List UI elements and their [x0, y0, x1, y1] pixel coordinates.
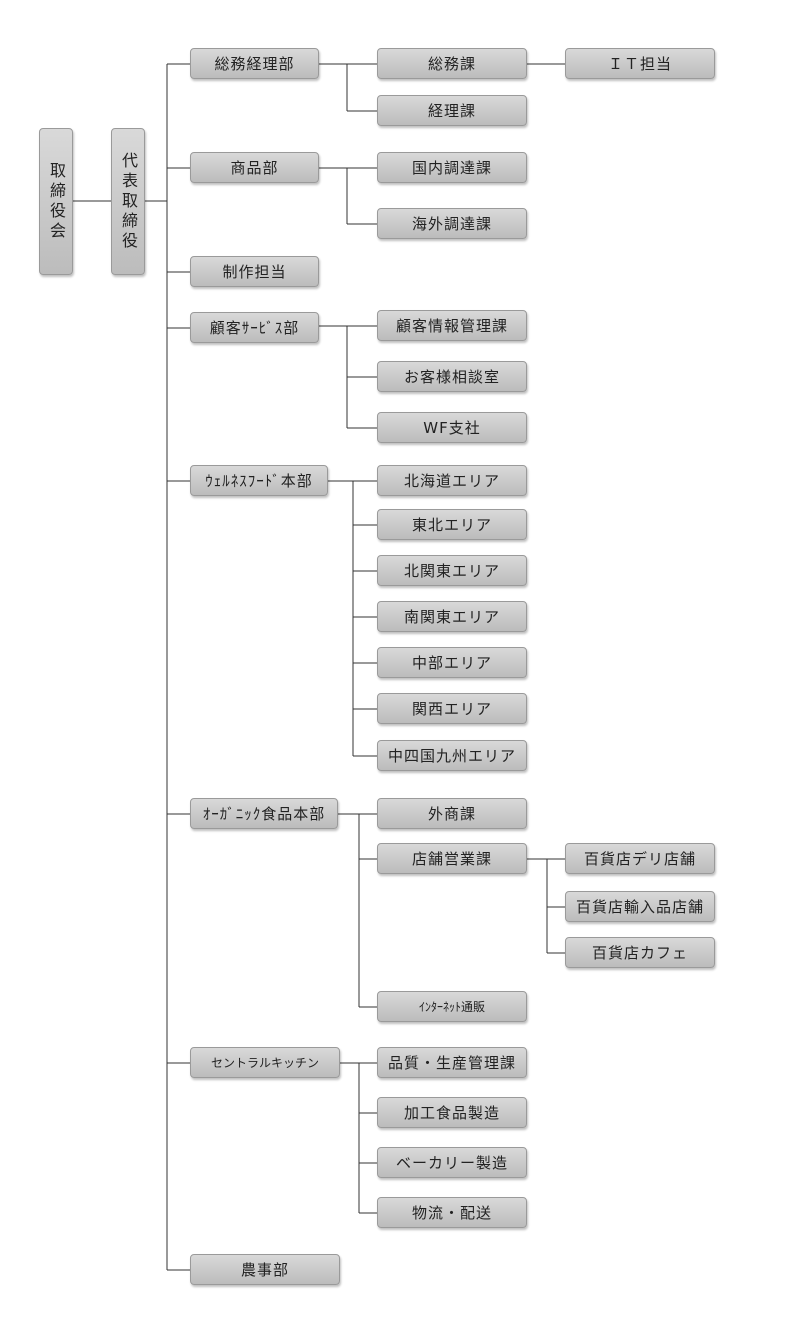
node-seisaku: 制作担当 — [190, 256, 319, 287]
node-nouji: 農事部 — [190, 1254, 340, 1285]
node-consult: お客様相談室 — [377, 361, 527, 392]
node-minamikanto: 南関東エリア — [377, 601, 527, 632]
node-keiri: 経理課 — [377, 95, 527, 126]
node-cafe: 百貨店カフェ — [565, 937, 715, 968]
node-ceo: 代表取締役 — [111, 128, 145, 275]
node-organic: ｵｰｶﾞﾆｯｸ食品本部 — [190, 798, 338, 829]
node-customer-info: 顧客情報管理課 — [377, 310, 527, 341]
node-kansai: 関西エリア — [377, 693, 527, 724]
node-kitakanto: 北関東エリア — [377, 555, 527, 586]
node-gaisho: 外商課 — [377, 798, 527, 829]
node-deli: 百貨店デリ店舗 — [565, 843, 715, 874]
node-tenpo: 店舗営業課 — [377, 843, 527, 874]
node-kokunai: 国内調達課 — [377, 152, 527, 183]
node-processed: 加工食品製造 — [377, 1097, 527, 1128]
node-chushikoku: 中四国九州エリア — [377, 740, 527, 771]
node-kaigai: 海外調達課 — [377, 208, 527, 239]
node-bakery: ベーカリー製造 — [377, 1147, 527, 1178]
node-hokkaido: 北海道エリア — [377, 465, 527, 496]
node-wf: WF支社 — [377, 412, 527, 443]
node-chubu: 中部エリア — [377, 647, 527, 678]
node-it: ＩＴ担当 — [565, 48, 715, 79]
node-soumu-keiri: 総務経理部 — [190, 48, 319, 79]
node-import: 百貨店輸入品店舗 — [565, 891, 715, 922]
node-logistics: 物流・配送 — [377, 1197, 527, 1228]
node-shohin: 商品部 — [190, 152, 319, 183]
node-central: セントラルキッチン — [190, 1047, 340, 1078]
node-wellness: ｳｪﾙﾈｽﾌｰﾄﾞ本部 — [190, 465, 328, 496]
node-soumu: 総務課 — [377, 48, 527, 79]
node-internet: ｲﾝﾀｰﾈｯﾄ通販 — [377, 991, 527, 1022]
node-board: 取締役会 — [39, 128, 73, 275]
node-quality: 品質・生産管理課 — [377, 1047, 527, 1078]
node-tohoku: 東北エリア — [377, 509, 527, 540]
node-customer-service: 顧客ｻｰﾋﾞｽ部 — [190, 312, 319, 343]
